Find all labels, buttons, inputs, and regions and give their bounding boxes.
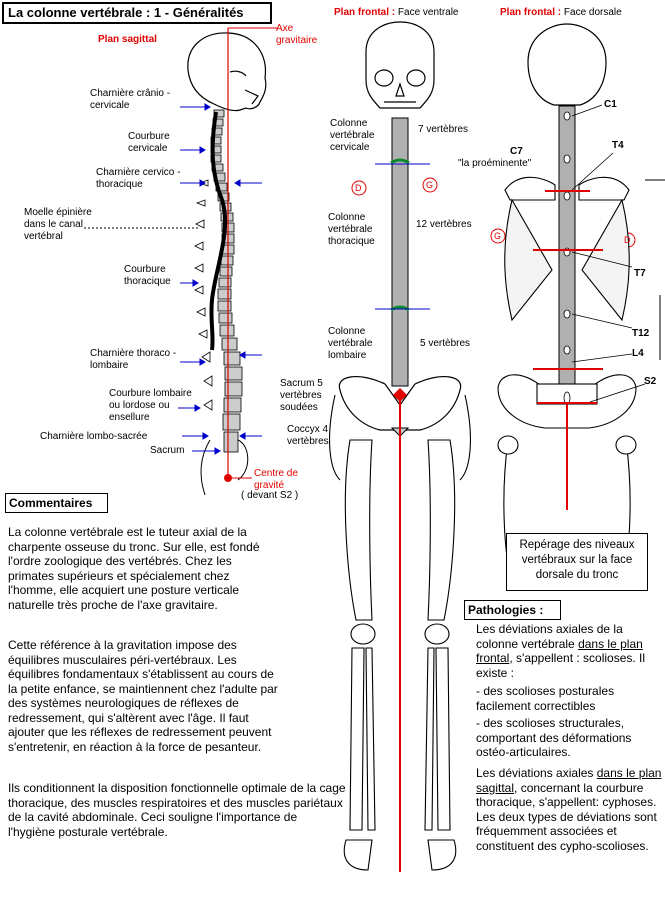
label-c1: C1 <box>604 99 617 110</box>
label-12-vertebres: 12 vertèbres <box>416 219 472 230</box>
commentaires-p2: Cette référence à la gravitation impose … <box>8 638 278 754</box>
plan-frontal-dorsal: Plan frontal : Face dorsale <box>500 7 622 19</box>
label-courbure-lombaire: Courbure lombaire ou lordose ou ensellur… <box>109 388 192 423</box>
label-colonne-lombaire: Colonne vertébrale lombaire <box>328 326 373 361</box>
label-7-vertebres: 7 vertèbres <box>418 124 469 135</box>
dorsal-skull <box>527 23 607 106</box>
face-ventrale-label: Face ventrale <box>397 7 459 18</box>
label-t4: T4 <box>612 140 624 151</box>
plan-sagittal-label: Plan sagittal <box>98 34 157 45</box>
label-5-vertebres: 5 vertèbres <box>420 338 471 349</box>
ventral-spine <box>391 117 409 387</box>
sagittal-processes <box>194 179 213 411</box>
patho-p1a: Les déviations axiales de la colonne ver… <box>476 622 623 651</box>
patho-p2u: dans le plan sagittal <box>476 766 662 795</box>
label-l4: L4 <box>632 348 644 359</box>
patho-p1b: , s'appellent : scolioses. Il existe : <box>476 651 646 680</box>
label-proeminente: "la proéminente" <box>458 158 532 169</box>
face-dorsale-label: Face dorsale <box>563 7 622 18</box>
axe-gravitaire-label: Axe gravitaire <box>276 23 318 46</box>
label-coccyx: Coccyx 4 vertèbres <box>287 424 329 447</box>
plan-frontal-label: Plan frontal : <box>334 7 396 18</box>
ventral-legs <box>329 394 471 871</box>
label-charniere-lombo: Charnière lombo-sacrée <box>40 431 148 442</box>
patho-p2b: , concernant la courbure thoracique, s'a… <box>476 780 657 853</box>
circle-d-ventral: D <box>355 183 362 193</box>
patho-p1u: dans le plan frontal <box>476 636 643 666</box>
label-charniere-cervico: Charnière cervico - thoracique <box>96 167 181 190</box>
label-sacrum-left: Sacrum <box>150 445 185 456</box>
circle-d-dorsal: D <box>624 235 631 245</box>
label-s2: S2 <box>644 376 657 387</box>
label-charniere-thoraco: Charnière thoraco - lombaire <box>90 348 177 371</box>
label-colonne-thoracique: Colonne vertébrale thoracique <box>328 212 375 247</box>
label-c7: C7 <box>510 146 523 157</box>
dorsal-pointers <box>571 104 646 403</box>
label-t12: T12 <box>632 328 650 339</box>
pathologies-p2: Les déviations axiales dans le plan sagi… <box>476 766 662 853</box>
pathologies-p1: Les déviations axiales de la colonne ver… <box>476 622 662 680</box>
commentaires-p3: Ils conditionnent la disposition fonctio… <box>8 781 346 839</box>
label-courbure-cervicale: Courbure cervicale <box>128 131 170 154</box>
circle-g-dorsal: G <box>494 231 502 241</box>
label-charniere-cranio: Charnière crânio - cervicale <box>90 88 171 111</box>
label-colonne-cervicale: Colonne vertébrale cervicale <box>330 118 375 153</box>
sagittal-skull <box>187 32 267 112</box>
plan-frontal-ventral: Plan frontal : Face ventrale <box>334 7 459 19</box>
commentaires-p1: La colonne vertébrale est le tuteur axia… <box>8 525 260 612</box>
centre-gravite-note: ( devant S2 ) <box>241 490 299 501</box>
page-title: La colonne vertébrale : 1 - Généralités <box>2 2 272 24</box>
circle-g-ventral: G <box>426 180 434 190</box>
dorsal-spine <box>558 105 576 387</box>
patho-p2a: Les déviations axiales <box>476 766 597 780</box>
centre-gravite-dot <box>224 474 232 482</box>
label-t7: T7 <box>634 268 646 279</box>
spinal-cord <box>209 111 228 351</box>
sagittal-arrows <box>178 103 262 455</box>
pathologies-li1: - des scolioses posturales facilement co… <box>476 684 615 713</box>
centre-gravite-label: Centre de gravité <box>254 468 298 491</box>
pathologies-li2: - des scolioses structurales, comportant… <box>476 716 632 759</box>
plan-frontal-dorsal-label: Plan frontal : <box>500 7 562 18</box>
commentaires-heading: Commentaires <box>5 493 108 513</box>
frontal-skull <box>365 21 435 109</box>
label-sacrum-soudees: Sacrum 5 vertèbres soudées <box>280 378 323 413</box>
label-moelle: Moelle épinière dans le canal vertébral <box>24 207 92 242</box>
ventral-pelvis <box>338 376 462 431</box>
pathologies-heading: Pathologies : <box>464 600 561 620</box>
dorsal-level-lines <box>533 190 603 510</box>
reperage-caption: Repérage des niveaux vertébraux sur la f… <box>506 533 648 591</box>
label-courbure-thoracique: Courbure thoracique <box>124 264 171 287</box>
